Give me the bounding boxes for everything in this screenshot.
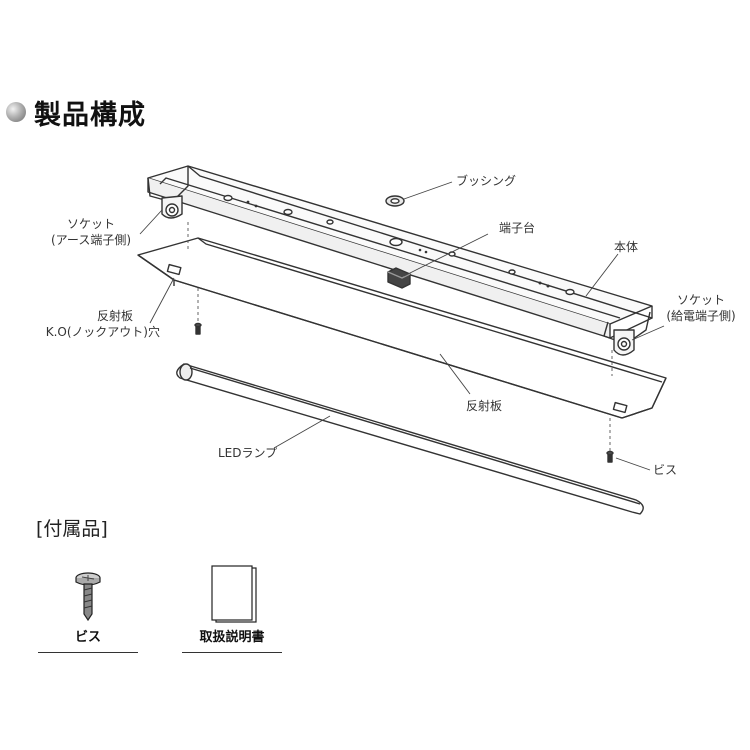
- label-socket-power: ソケット (給電端子側): [658, 292, 744, 324]
- body-holes: [223, 194, 575, 296]
- label-socket-earth: ソケット (アース端子側): [40, 216, 142, 248]
- label-reflector: 反射板: [466, 399, 503, 413]
- section-header: 製品構成: [6, 92, 146, 132]
- manual-accessory-icon: [211, 565, 257, 623]
- assembly-guides: [187, 222, 613, 452]
- label-reflector-ko: 反射板 K.O(ノックアウト)穴: [30, 308, 160, 340]
- reflector-part: [137, 237, 667, 419]
- label-socket-power-line2: (給電端子側): [666, 309, 736, 323]
- label-socket-earth-line1: ソケット: [66, 217, 115, 231]
- bushing-part: [385, 195, 405, 207]
- socket-earth-side: [161, 195, 183, 219]
- screw-accessory-icon: [75, 572, 101, 622]
- accessory-screw-underline: [38, 652, 138, 653]
- led-lamp-part: [176, 363, 644, 515]
- section-title: 製品構成: [34, 99, 146, 131]
- screw-left: [194, 322, 202, 335]
- label-socket-earth-line2: (アース端子側): [50, 233, 132, 247]
- label-reflector-ko-line2: K.O(ノックアウト)穴: [45, 325, 160, 339]
- leader-lines: [139, 181, 665, 471]
- label-bushing: ブッシング: [456, 174, 517, 188]
- screw-right: [606, 450, 614, 463]
- label-screw: ビス: [653, 463, 678, 477]
- label-terminal-block: 端子台: [499, 221, 536, 235]
- label-led-lamp: LEDランプ: [218, 446, 278, 460]
- label-socket-power-line1: ソケット: [676, 293, 725, 307]
- label-reflector-ko-line1: 反射板: [96, 309, 133, 323]
- terminal-block-part: [387, 267, 411, 289]
- socket-power-side: [613, 329, 635, 356]
- accessories-title: [付属品]: [36, 518, 108, 540]
- bullet-icon: [6, 102, 26, 122]
- label-main-body: 本体: [614, 240, 639, 254]
- accessory-manual-label: 取扱説明書: [199, 630, 265, 645]
- accessory-manual-underline: [182, 652, 282, 653]
- accessory-screw-label: ビス: [74, 630, 101, 645]
